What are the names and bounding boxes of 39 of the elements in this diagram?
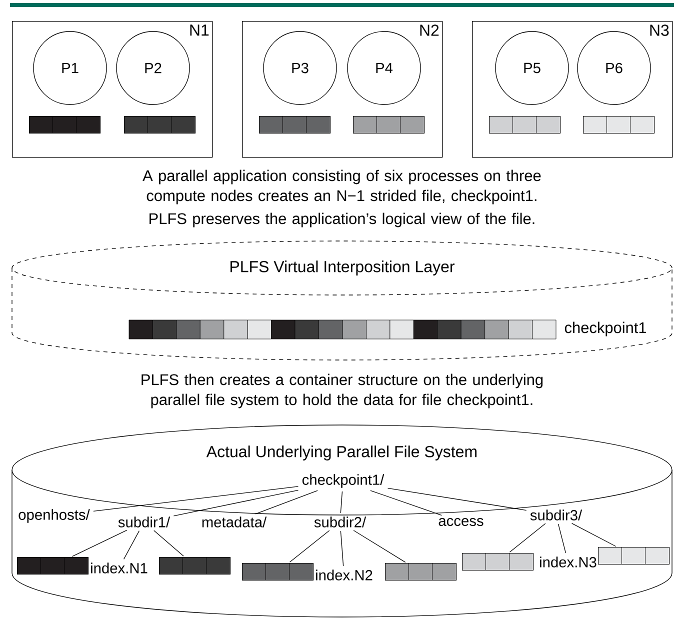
tree-line xyxy=(353,530,406,563)
file-label: checkpoint1 xyxy=(564,322,646,336)
tree-line xyxy=(340,491,343,514)
data-block xyxy=(353,116,425,134)
data-block xyxy=(462,552,534,571)
data-block xyxy=(159,556,231,575)
tree-line xyxy=(93,486,299,512)
data-block xyxy=(242,562,314,581)
tree-line xyxy=(173,490,299,516)
index-file-label: index.N1 xyxy=(91,562,148,574)
data-block xyxy=(124,116,196,134)
index-file-label: index.N2 xyxy=(316,570,372,580)
directory-label: subdir3/ xyxy=(530,510,582,520)
data-block xyxy=(17,556,89,575)
tree-line xyxy=(289,530,330,562)
data-block xyxy=(583,116,655,134)
directory-label: checkpoint1/ xyxy=(302,474,384,488)
directory-label: subdir2/ xyxy=(314,516,366,528)
data-block xyxy=(259,116,331,134)
tree-line xyxy=(558,524,566,554)
directory-label: access xyxy=(438,518,484,526)
directory-label: metadata/ xyxy=(202,516,267,528)
tree-line xyxy=(154,530,184,556)
data-block xyxy=(29,116,101,134)
directory-label: openhosts/ xyxy=(18,509,90,523)
tree-line xyxy=(255,490,318,514)
data-block xyxy=(385,562,457,581)
tree-line xyxy=(387,488,527,511)
data-block xyxy=(598,546,670,565)
tree-line xyxy=(370,490,442,516)
tree-line xyxy=(123,530,140,560)
caption: A parallel application consisting of six processes on three compute nodes creates an N−1 strided file, checkpoint1. xyxy=(142,170,541,204)
tree-line xyxy=(509,523,546,552)
tree-line xyxy=(340,530,344,566)
directory-label: subdir1/ xyxy=(118,516,170,528)
data-block xyxy=(489,116,561,134)
index-file-label: index.N3 xyxy=(540,556,596,568)
tree-line xyxy=(72,530,128,557)
tree-line xyxy=(571,522,616,547)
